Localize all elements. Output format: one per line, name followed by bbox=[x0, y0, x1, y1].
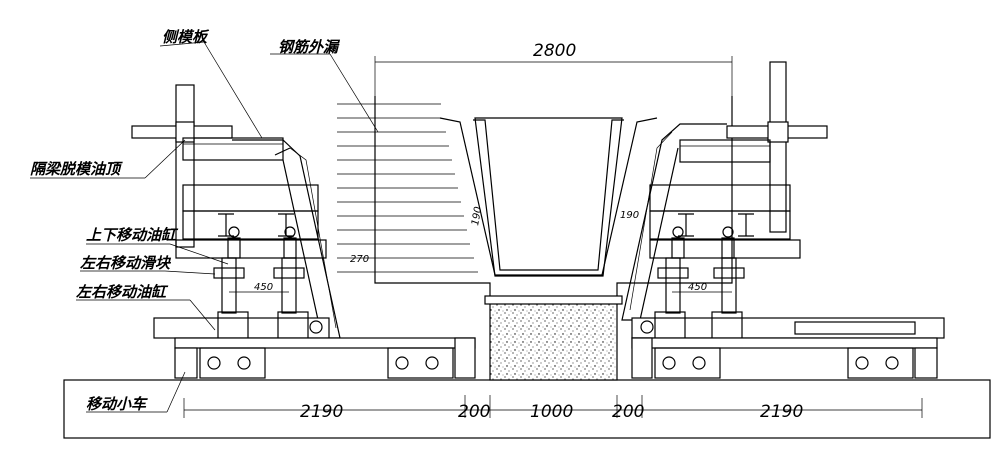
ground-foundation bbox=[63, 379, 991, 439]
right-formwork-assembly: 450 bbox=[621, 61, 945, 379]
dim-wall-left: 190 bbox=[470, 206, 484, 227]
dim-base-left: 2190 bbox=[300, 402, 343, 422]
dim-right-spacing: 450 bbox=[688, 282, 707, 293]
concrete-pedestal bbox=[489, 299, 618, 381]
label-vertical-cylinder: 上下移动油缸 bbox=[86, 226, 179, 244]
dim-rebar: 270 bbox=[350, 254, 369, 265]
label-side-formwork: 侧模板 bbox=[162, 28, 210, 46]
label-lateral-cylinder: 左右移动油缸 bbox=[76, 283, 169, 301]
left-formwork-assembly: 450 bbox=[131, 84, 476, 379]
label-lateral-slider: 左右移动滑块 bbox=[80, 254, 172, 272]
dim-top-width: 2800 bbox=[374, 41, 733, 98]
dim-gap-left: 200 bbox=[458, 402, 490, 422]
pedestal-cap bbox=[484, 295, 623, 305]
rebar-lines bbox=[337, 103, 478, 273]
leader-lines bbox=[30, 41, 379, 413]
label-moving-trolley: 移动小车 bbox=[86, 395, 148, 413]
dim-base-right: 2190 bbox=[760, 402, 803, 422]
box-girder bbox=[374, 96, 733, 296]
dim-left-spacing: 450 bbox=[254, 282, 273, 293]
label-demold-jack: 隔梁脱模油顶 bbox=[30, 160, 123, 178]
dim-wall-right: 190 bbox=[620, 210, 639, 221]
dim-center: 1000 bbox=[530, 402, 573, 422]
dim-top-width-label: 2800 bbox=[533, 41, 576, 61]
dim-bottom: 2190 200 1000 200 2190 bbox=[183, 395, 923, 422]
dim-gap-right: 200 bbox=[612, 402, 644, 422]
label-rebar-exposed: 钢筋外漏 bbox=[278, 38, 341, 56]
